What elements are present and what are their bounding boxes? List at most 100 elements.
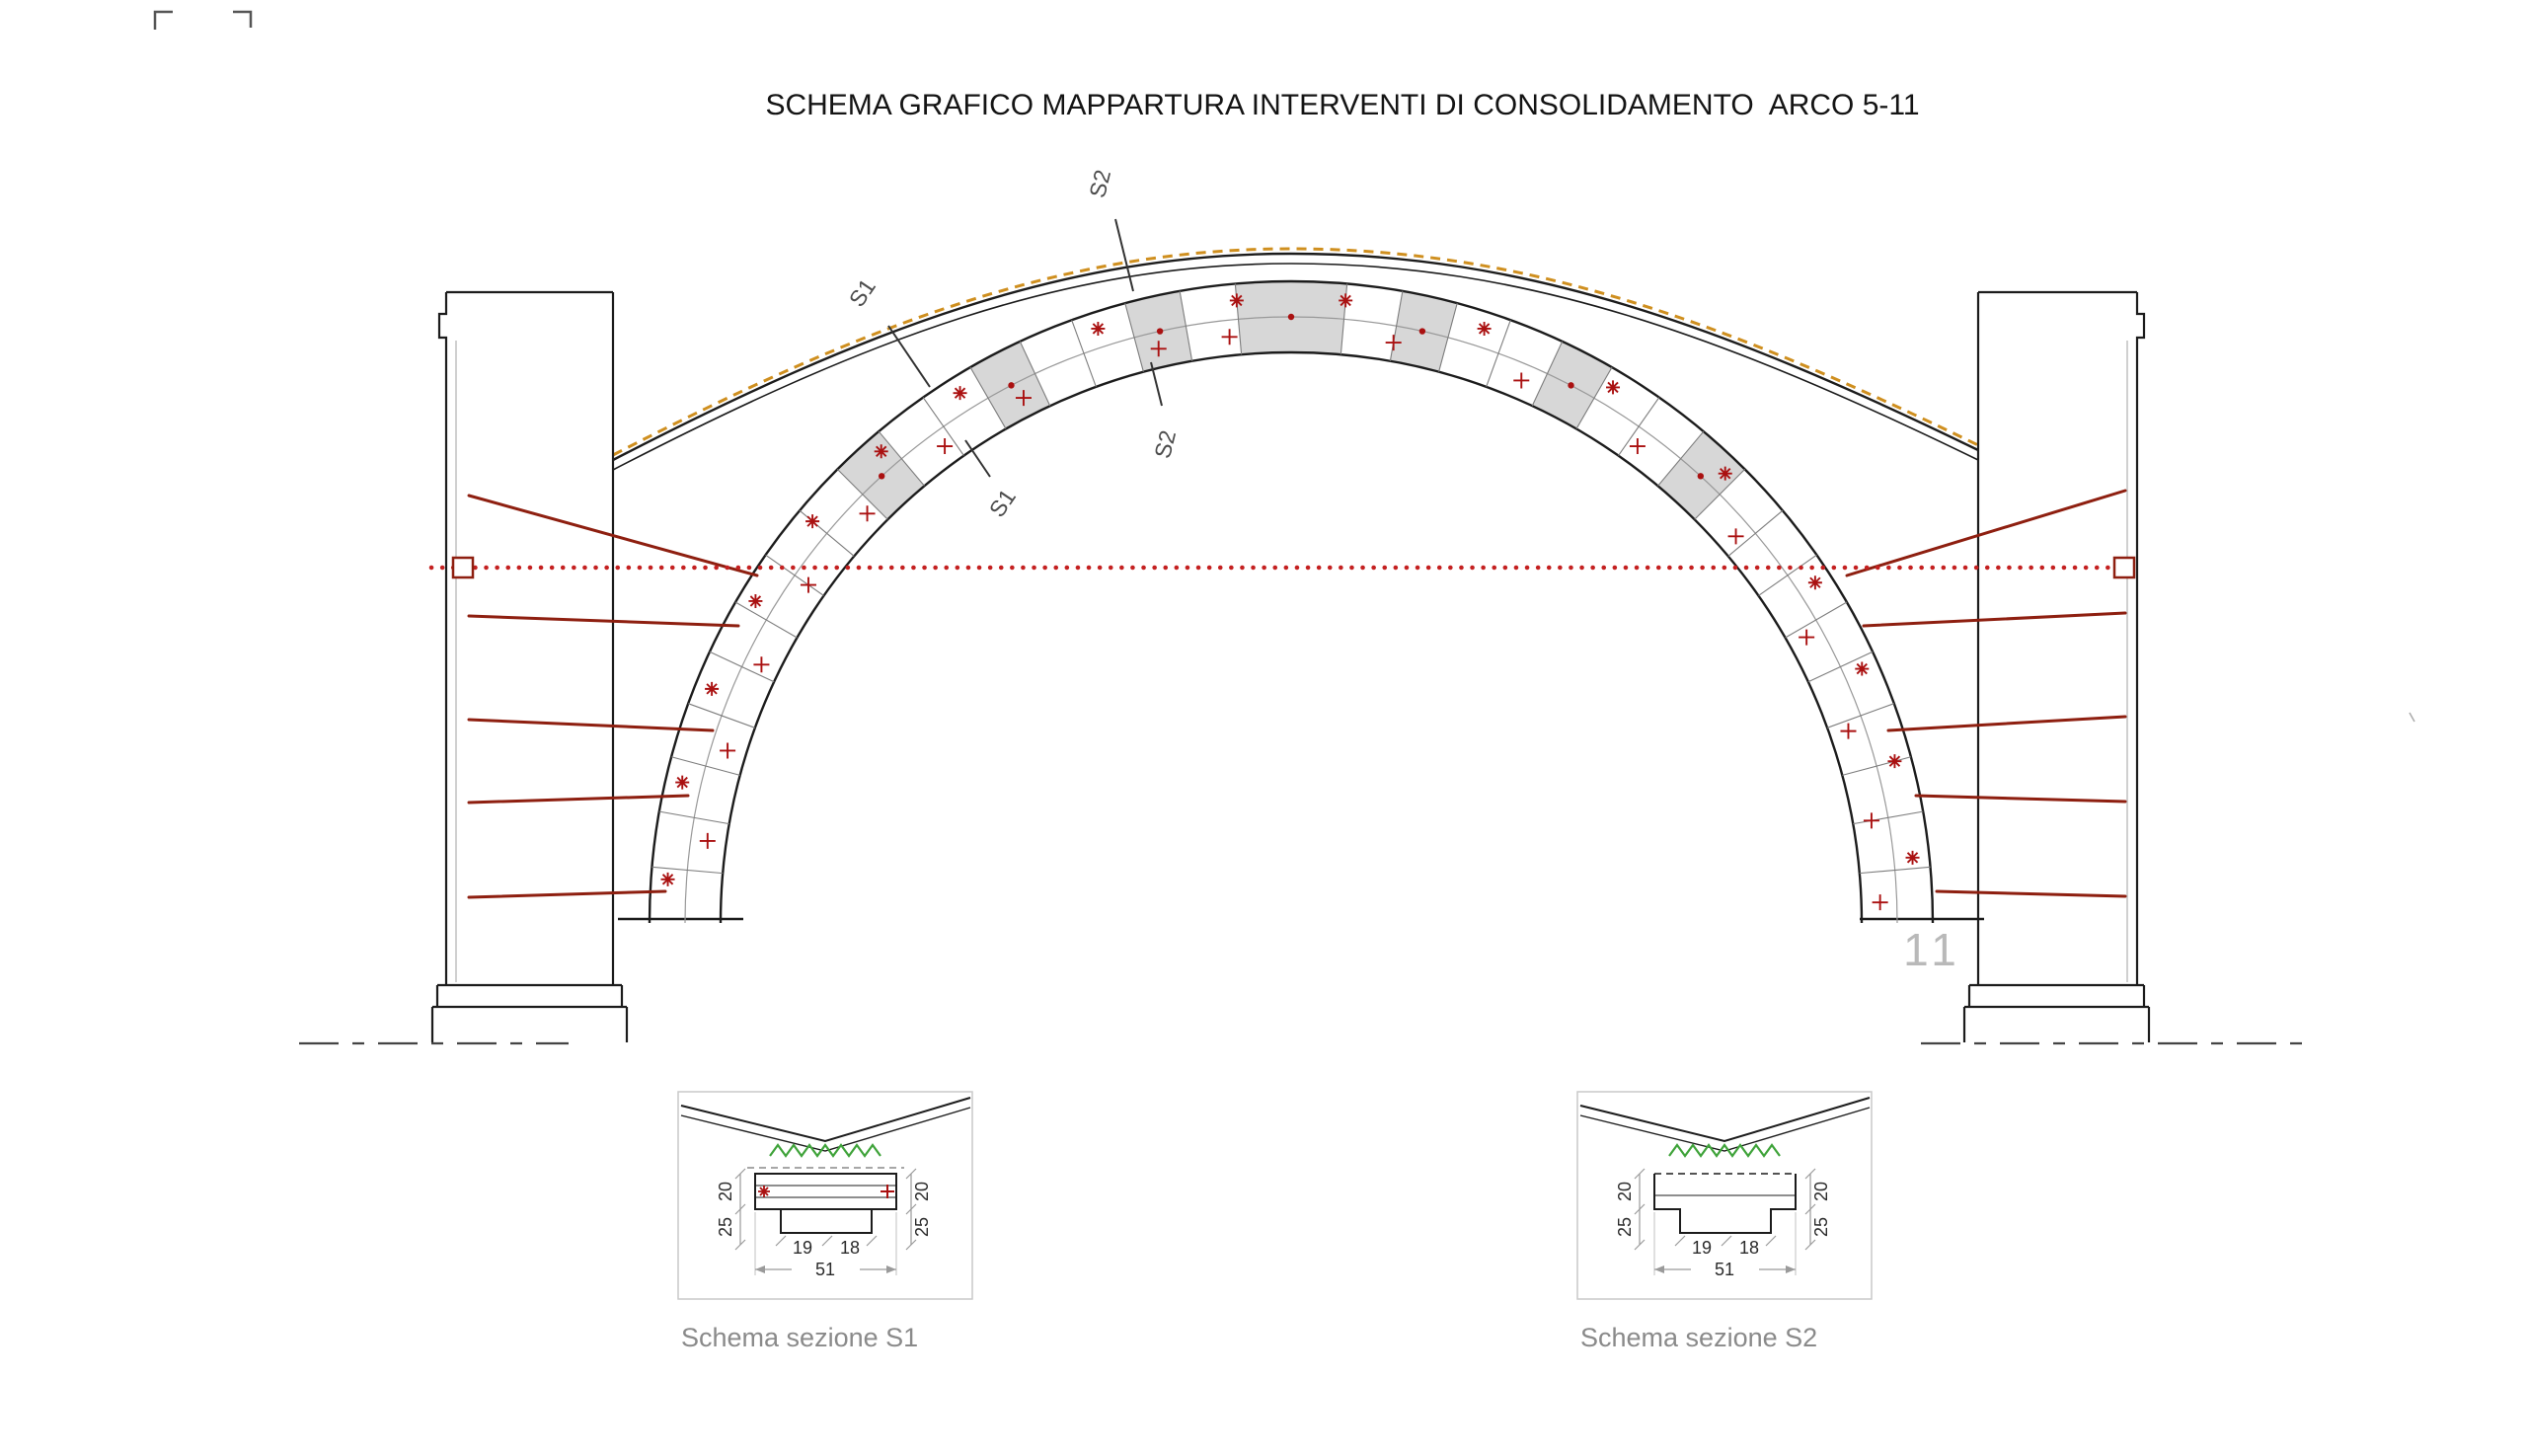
plus-marker	[1799, 629, 1815, 646]
arch-joint	[1575, 366, 1613, 429]
s2-vertical-dim-lines	[1634, 1168, 1816, 1251]
s1-dim-20-right: 20	[912, 1182, 932, 1201]
s2-label-inner: S2	[1149, 427, 1181, 461]
survey-dotted-line-group	[428, 556, 2136, 579]
arch-joint	[1179, 290, 1193, 361]
plus-marker	[1840, 723, 1857, 739]
s2-road-line-upper	[1579, 1097, 1871, 1143]
s2-caption: Schema sezione S2	[1580, 1323, 1817, 1352]
arch-joint	[1438, 303, 1458, 372]
section-s2-detail: 20 25 20 25 19 18 51	[1576, 1091, 1873, 1300]
star-marker	[805, 514, 820, 529]
artifact-mark	[233, 10, 253, 28]
s1-road-line-lower	[680, 1107, 971, 1152]
left-pier-outer-edge	[437, 292, 448, 985]
s2-dim-25-right: 25	[1811, 1217, 1831, 1237]
right-pier	[1962, 290, 2151, 1042]
tie-rod-line	[467, 494, 759, 577]
star-marker	[874, 444, 888, 459]
arch-joint	[836, 468, 888, 520]
arch-joint	[1071, 320, 1097, 388]
star-marker	[1091, 321, 1106, 336]
plus-marker	[859, 505, 876, 522]
tie-rod-line	[467, 718, 715, 732]
tie-rod-line	[467, 794, 690, 805]
mid-arc	[684, 316, 1898, 924]
s2-horizontal-dim-ticks	[1674, 1235, 1777, 1247]
s1-horizontal-dim-ticks	[775, 1235, 878, 1247]
arch-joint	[1758, 554, 1817, 596]
arch-joint	[658, 810, 729, 825]
arch-joint	[1124, 303, 1144, 372]
plus-marker	[1015, 390, 1032, 407]
plus-marker	[1629, 438, 1646, 455]
star-marker	[1229, 293, 1244, 308]
star-marker	[953, 386, 967, 401]
arch-joint	[1826, 703, 1894, 728]
tie-rod-line	[467, 614, 740, 628]
tie-rod-line	[1914, 794, 2127, 804]
right-pier-outer-edge	[2135, 292, 2146, 985]
s1-dim-25-left: 25	[716, 1217, 735, 1237]
s1-road-line-upper	[680, 1097, 971, 1143]
s1-slab-outline	[754, 1173, 897, 1210]
dot-marker	[1568, 382, 1574, 389]
extrados-arc	[648, 279, 1935, 924]
right-pier-base-right-steps	[2142, 985, 2151, 1042]
s1-inner-cut-mark	[964, 439, 991, 478]
plus-marker	[937, 438, 954, 455]
arch-joint	[1807, 651, 1874, 683]
arch-joint	[651, 866, 724, 875]
s2-dim-20-right: 20	[1811, 1182, 1831, 1201]
star-marker	[660, 872, 675, 886]
page-title: SCHEMA GRAFICO MAPPARTURA INTERVENTI DI …	[765, 89, 1919, 121]
plus-marker	[1863, 812, 1879, 829]
arch-joint	[1019, 341, 1051, 407]
plus-marker	[753, 656, 770, 673]
plus-marker	[1727, 528, 1744, 545]
tie-rod-line	[1886, 715, 2127, 732]
star-marker	[1477, 321, 1492, 336]
s2-stepped-block-outline	[1653, 1174, 1797, 1234]
plus-marker	[1150, 341, 1167, 357]
plus-marker	[699, 832, 716, 849]
extrados-lower-line	[612, 263, 1979, 471]
plus-marker	[800, 576, 816, 593]
plus-marker	[1221, 329, 1238, 345]
s2-label-outer: S2	[1084, 167, 1115, 200]
s2-arrowhead-right	[1786, 1265, 1796, 1273]
s1-dim-51: 51	[815, 1260, 835, 1279]
s1-dim-19: 19	[793, 1238, 812, 1258]
arch-joint	[1694, 468, 1746, 520]
star-marker	[1807, 575, 1822, 590]
arch-joint	[1657, 430, 1705, 487]
arch-joint	[1785, 601, 1848, 639]
s2-dim-19: 19	[1692, 1238, 1712, 1258]
s2-arrowhead-left	[1654, 1265, 1664, 1273]
arch-joint	[878, 430, 925, 487]
star-marker	[705, 681, 720, 696]
dot-marker	[1418, 328, 1426, 335]
arch-joint	[765, 554, 824, 596]
tie-rod-line	[467, 889, 667, 899]
extrados-upper-line	[612, 252, 1979, 462]
star-marker	[1606, 380, 1621, 395]
arch-joint	[1727, 509, 1784, 557]
s2-road-line-lower	[1579, 1107, 1871, 1152]
arch-joint	[1618, 397, 1660, 456]
s1-dim-25-right: 25	[912, 1217, 932, 1237]
s1-arrowhead-left	[755, 1265, 765, 1273]
road-profile	[612, 247, 1979, 471]
left-pier-base-right-steps	[620, 985, 629, 1042]
plus-marker	[1872, 894, 1888, 911]
star-marker	[1905, 850, 1920, 865]
plus-marker	[1513, 372, 1530, 389]
star-marker	[675, 775, 690, 790]
road-surface-dashed-line	[612, 247, 1979, 457]
s2-inner-cut-mark	[1150, 361, 1163, 407]
tie-rod-line	[1862, 611, 2127, 628]
star-marker	[748, 593, 763, 608]
arch-joint	[1531, 341, 1564, 407]
arch-joint	[671, 756, 740, 776]
